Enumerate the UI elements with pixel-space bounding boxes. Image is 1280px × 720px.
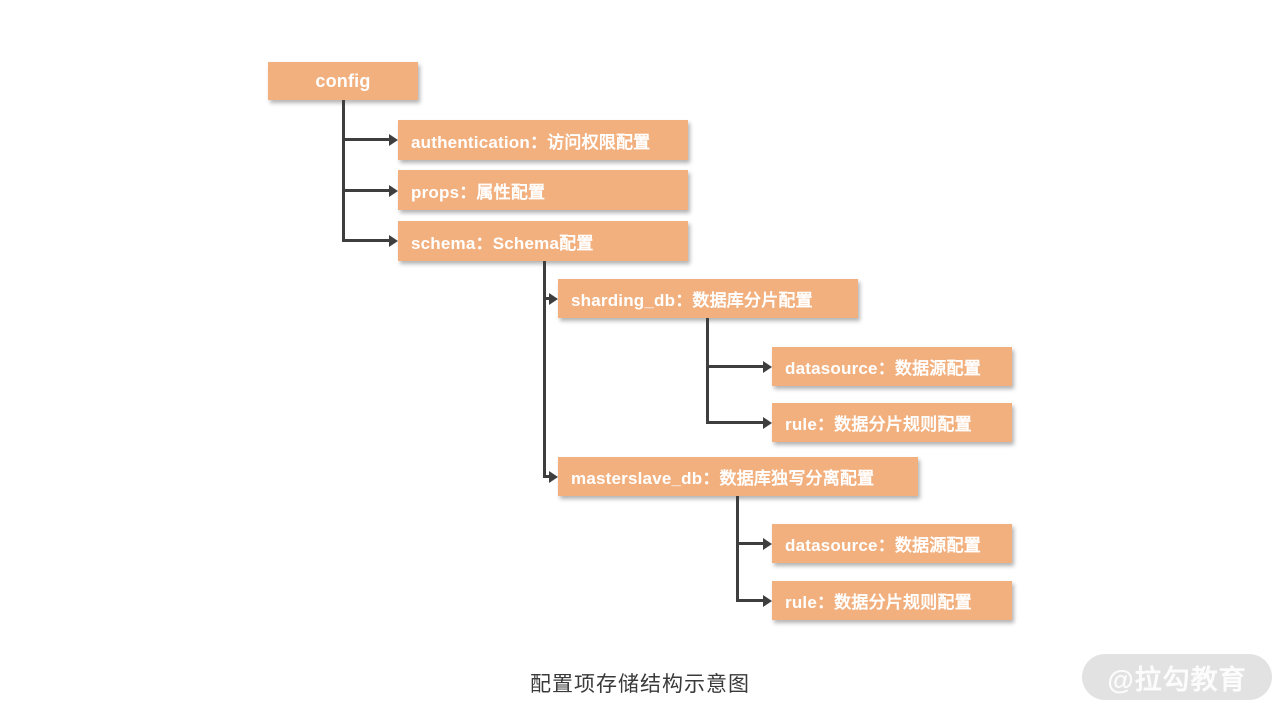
arrowhead-schema-icon	[389, 235, 398, 247]
arrowhead-masterslave-rule-icon	[763, 595, 772, 607]
diagram-caption: 配置项存储结构示意图	[530, 673, 750, 696]
node-masterslave-datasource: datasource：数据源配置	[772, 524, 1012, 563]
connector-masterslave-datasource	[736, 542, 763, 545]
node-sharding-datasource: datasource：数据源配置	[772, 347, 1012, 386]
node-props: props：属性配置	[398, 170, 688, 210]
connector-sharding-rule	[706, 421, 763, 424]
watermark-badge: @拉勾教育	[1082, 654, 1272, 700]
arrowhead-authentication-icon	[389, 134, 398, 146]
connector-schema-sharding	[543, 297, 550, 300]
node-sharding-rule: rule：数据分片规则配置	[772, 403, 1012, 442]
connector-config-schema	[342, 239, 390, 242]
watermark-text: @拉勾教育	[1107, 664, 1247, 695]
connector-sharding-trunk	[706, 318, 709, 424]
arrowhead-sharding-datasource-icon	[763, 361, 772, 373]
connector-masterslave-trunk	[736, 496, 739, 602]
connector-config-props	[342, 189, 390, 192]
arrowhead-props-icon	[389, 185, 398, 197]
node-schema: schema：Schema配置	[398, 221, 688, 261]
arrowhead-masterslave-datasource-icon	[763, 538, 772, 550]
connector-schema-masterslave	[543, 475, 550, 478]
connector-sharding-datasource	[706, 365, 763, 368]
connector-config-authentication	[342, 138, 390, 141]
connector-config-trunk	[342, 100, 345, 242]
node-authentication: authentication：访问权限配置	[398, 120, 688, 160]
node-masterslave-db: masterslave_db：数据库独写分离配置	[558, 457, 918, 496]
node-masterslave-rule: rule：数据分片规则配置	[772, 581, 1012, 620]
arrowhead-masterslave-icon	[549, 471, 558, 483]
node-sharding-db: sharding_db：数据库分片配置	[558, 279, 858, 318]
arrowhead-sharding-rule-icon	[763, 417, 772, 429]
connector-masterslave-rule	[736, 599, 763, 602]
connector-schema-trunk	[543, 261, 546, 478]
node-config: config	[268, 62, 418, 100]
arrowhead-sharding-icon	[549, 293, 558, 305]
